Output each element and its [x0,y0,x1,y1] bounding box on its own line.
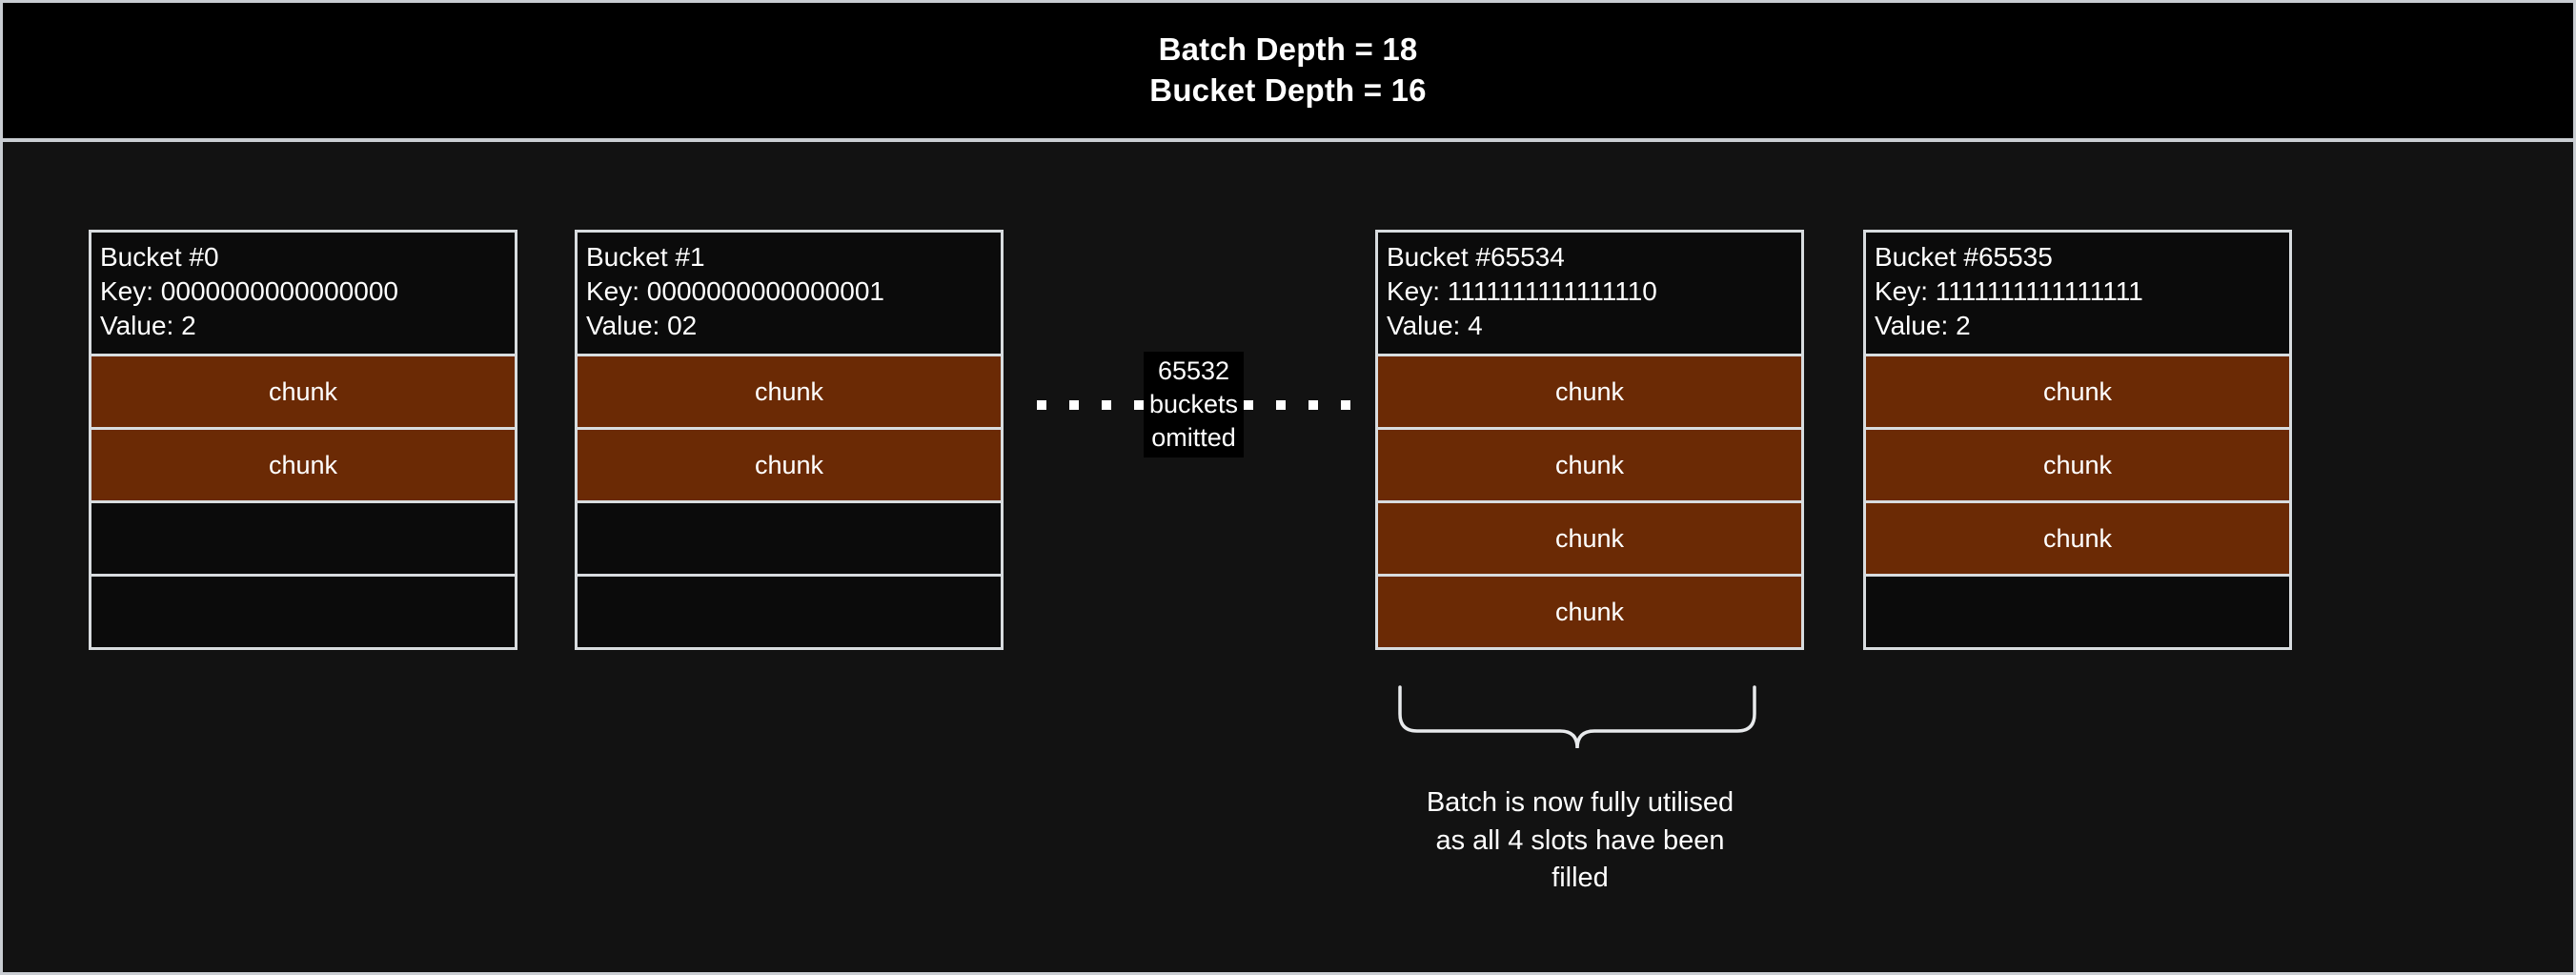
bucket-key: Key: 0000000000000001 [586,276,884,307]
chunk-slot-filled[interactable]: chunk [578,427,1001,501]
bucket-title: Bucket #1 [586,242,705,272]
chunk-slot-filled[interactable]: chunk [91,354,515,428]
chunk-slot-filled[interactable]: chunk [1866,500,2289,575]
chunk-label: chunk [2042,376,2113,406]
bucket-depth-label: Bucket Depth = 16 [1149,72,1427,108]
ellipsis-dot [1102,399,1111,410]
ellipsis-dot [1308,399,1319,410]
ellipsis-dots-right [1244,399,1351,410]
chunk-slot-empty[interactable] [91,500,515,575]
ellipsis-dot [1341,399,1351,410]
bucket-value: Value: 4 [1387,311,1483,341]
ellipsis-dot [1037,399,1046,410]
chunk-slot-empty[interactable] [578,500,1001,575]
bucket-slots: chunk chunk chunk [1866,354,2289,648]
chunk-label: chunk [268,376,338,406]
omitted-unit: buckets [1149,390,1239,419]
chunk-slot-filled[interactable]: chunk [91,427,515,501]
chunk-label: chunk [754,376,824,406]
batch-caption: Batch is now fully utilised as all 4 slo… [1375,784,1785,898]
header-band: Batch Depth = 18 Bucket Depth = 16 [3,3,2573,142]
bucket-slots: chunk chunk [578,354,1001,648]
bucket-key: Key: 0000000000000000 [100,276,398,307]
ellipsis-dot [1276,399,1287,410]
chunk-slot-filled[interactable]: chunk [1378,354,1801,428]
ellipsis-dot [1244,399,1254,410]
bucket-key: Key: 1111111111111111 [1875,276,2143,307]
bucket-value: Value: 02 [586,311,698,341]
caption-line-1: Batch is now fully utilised [1426,787,1734,818]
buckets-omitted-marker: 65532 buckets omitted [1037,352,1351,458]
chunk-label: chunk [754,450,824,479]
chunk-label: chunk [1554,376,1625,406]
chunk-slot-filled[interactable]: chunk [1866,427,2289,501]
chunk-label: chunk [2042,523,2113,553]
omitted-count: 65532 [1157,356,1230,385]
bucket-value: Value: 2 [100,311,196,341]
chunk-slot-empty[interactable] [1866,574,2289,648]
caption-line-3: filled [1552,863,1609,894]
brace-icon [1398,685,1756,749]
ellipsis-dots-left [1037,399,1144,410]
omitted-text: 65532 buckets omitted [1144,352,1245,458]
bucket-title: Bucket #0 [100,242,219,272]
bucket-title: Bucket #65535 [1875,242,2053,272]
bucket-slots: chunk chunk [91,354,515,648]
chunk-label: chunk [268,450,338,479]
chunk-label: chunk [1554,450,1625,479]
chunk-slot-filled[interactable]: chunk [1378,574,1801,648]
chunk-slot-empty[interactable] [578,574,1001,648]
chunk-slot-empty[interactable] [91,574,515,648]
chunk-label: chunk [1554,523,1625,553]
chunk-slot-filled[interactable]: chunk [578,354,1001,428]
batch-brace [1396,685,1758,752]
ellipsis-dot [1069,399,1079,410]
chunk-slot-filled[interactable]: chunk [1866,354,2289,428]
ellipsis-dot [1134,399,1144,410]
bucket-title: Bucket #65534 [1387,242,1565,272]
bucket-value: Value: 2 [1875,311,1971,341]
batch-depth-label: Batch Depth = 18 [1158,31,1418,68]
omitted-verb: omitted [1151,423,1236,453]
bucket-slots: chunk chunk chunk chunk [1378,354,1801,648]
caption-line-2: as all 4 slots have been [1435,824,1725,856]
chunk-slot-filled[interactable]: chunk [1378,427,1801,501]
bucket-key: Key: 1111111111111110 [1387,276,1657,307]
chunk-label: chunk [2042,450,2113,479]
chunk-label: chunk [1554,597,1625,626]
chunk-slot-filled[interactable]: chunk [1378,500,1801,575]
